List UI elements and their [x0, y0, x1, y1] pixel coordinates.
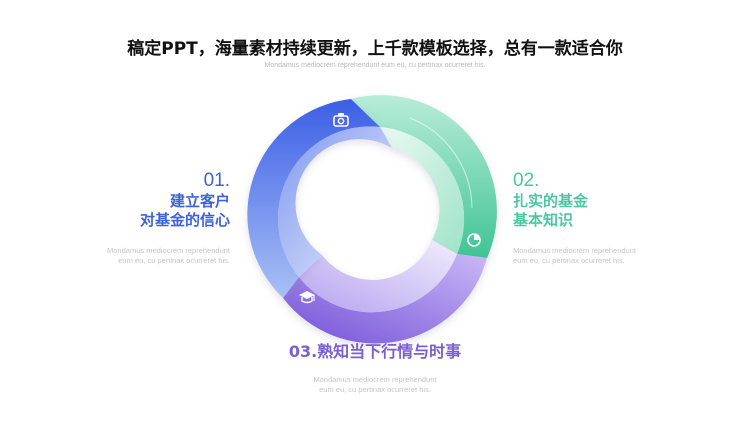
center-hole — [322, 158, 426, 262]
segment-03-label: 03.熟知当下行情与时事 Mondamus mediocrem reprehen… — [0, 342, 750, 395]
segment-01-heading: 建立客户 对基金的信心 — [139, 192, 230, 229]
pie-chart-icon — [467, 233, 481, 247]
segment-02-description: Mondamus mediocrem reprehendunt eum eu, … — [513, 246, 636, 265]
segment-01-description: Mondamus mediocrem reprehendunt eum eu, … — [107, 246, 230, 265]
camera-icon — [333, 113, 349, 127]
segment-03-description: Mondamus mediocrem reprehendunt eum eu, … — [313, 375, 437, 394]
segment-02-number: 02. — [513, 170, 540, 191]
segment-02-heading: 扎实的基金 基本知识 — [513, 192, 589, 229]
graduation-cap-icon — [299, 291, 315, 304]
page-title: 稿定PPT，海量素材持续更新，上千款模板选择，总有一款适合你 — [127, 39, 623, 59]
segment-02-label: 02. 扎实的基金 基本知识 Mondamus mediocrem repreh… — [513, 170, 636, 266]
segment-03-heading: 03.熟知当下行情与时事 — [288, 342, 462, 361]
segment-01-number: 01. — [203, 170, 230, 191]
segment-02-ring — [351, 95, 497, 259]
guide-arc — [409, 117, 473, 209]
segment-01-ring — [247, 99, 392, 298]
page-subtitle: Mondamus mediocrem reprehendunt eum eu, … — [264, 62, 486, 69]
segment-01-label: 01. 建立客户 对基金的信心 Mondamus mediocrem repre… — [107, 170, 230, 266]
segment-03-ring — [283, 240, 487, 344]
